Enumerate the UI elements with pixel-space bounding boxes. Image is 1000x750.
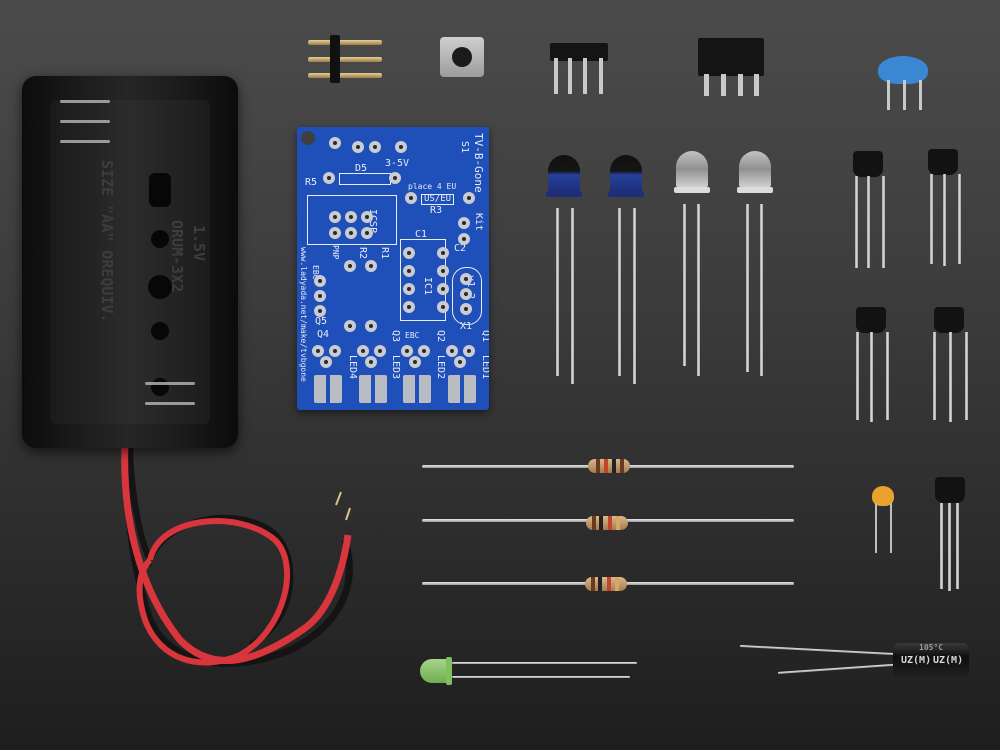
pcb-label-r3: R3 [430, 205, 443, 216]
holder-rating-text: 1.5V [190, 225, 208, 262]
pcb-ic1-outline [400, 239, 446, 321]
spring-contact [60, 140, 110, 143]
pcb-label-led2: LED2 [435, 355, 446, 380]
mounting-hole [151, 322, 169, 340]
pcb-voltage: 3-5V [385, 158, 410, 169]
pcb-label-x1: X1 [460, 321, 473, 332]
pcb-version: v1.2 [465, 275, 476, 300]
pcb-label-led1: LED1 [480, 355, 489, 380]
tv-b-gone-pcb: TV-B-Gone Kit v1.2 www.ladyada.net/make/… [297, 127, 489, 410]
battery-holder-cavity: SIZE "AA" OREQUIV. ORUM-3X2 1.5V [50, 100, 210, 424]
pcb-label-q3: Q3 [390, 330, 401, 343]
pcb-label-q4: Q4 [317, 329, 330, 340]
pcb-label-c2: C2 [454, 243, 467, 254]
pcb-led-pad [359, 375, 387, 403]
tact-switch [440, 37, 484, 77]
pcb-label-q5: Q5 [315, 316, 328, 327]
pcb-led-pad [448, 375, 476, 403]
pcb-icsp-outline [307, 195, 397, 245]
pcb-x1-outline [452, 267, 482, 325]
pcb-title: TV-B-Gone [472, 133, 485, 193]
pcb-label-icsp: ICSP [367, 209, 378, 234]
mounting-hole [148, 275, 172, 299]
pcb-region-box: US/EU [421, 194, 455, 205]
battery-holder: SIZE "AA" OREQUIV. ORUM-3X2 1.5V [22, 76, 238, 448]
pcb-label-q1: Q1 [480, 330, 489, 343]
mounting-hole [301, 131, 315, 145]
pcb-led-pad [403, 375, 431, 403]
pcb-label-ebc: EBC [311, 265, 320, 280]
mounting-hole [151, 378, 169, 396]
pcb-region-note: place 4 EU [408, 182, 457, 191]
holder-size-text: SIZE "AA" OREQUIV. [98, 160, 116, 323]
battery-holder-slot [149, 173, 171, 207]
pcb-led-pad [314, 375, 342, 403]
pcb-label-r5: R5 [305, 177, 318, 188]
pcb-label-ic1: IC1 [422, 277, 433, 296]
pcb-url: www.ladyada.net/make/tvbgone [299, 247, 308, 382]
pcb-label-led3: LED3 [390, 355, 401, 380]
capacitor-marking-2: UZ(M) [933, 655, 964, 666]
pcb-label-led4: LED4 [347, 355, 358, 380]
spring-contact [145, 382, 195, 385]
pcb-label-ebc-mid: EBC [405, 331, 420, 340]
mounting-hole [151, 230, 169, 248]
pcb-label-r2: R2 [357, 247, 368, 260]
spring-contact [60, 100, 110, 103]
spring-contact [60, 120, 110, 123]
pcb-label-c1: C1 [415, 229, 428, 240]
pcb-label-s1: S1 [459, 141, 470, 154]
pcb-r5-outline [339, 173, 391, 185]
spring-contact [145, 402, 195, 405]
pcb-label-d5: D5 [355, 163, 368, 174]
pcb-label-q2: Q2 [435, 330, 446, 343]
pcb-kit-label: Kit [473, 213, 484, 232]
capacitor-marking: UZ(M) [901, 655, 932, 666]
holder-model-text: ORUM-3X2 [168, 220, 186, 293]
pcb-label-pnp: PNP [331, 245, 340, 260]
pcb-label-r1: R1 [379, 247, 390, 260]
capacitor-temp: 105°C [919, 643, 944, 652]
